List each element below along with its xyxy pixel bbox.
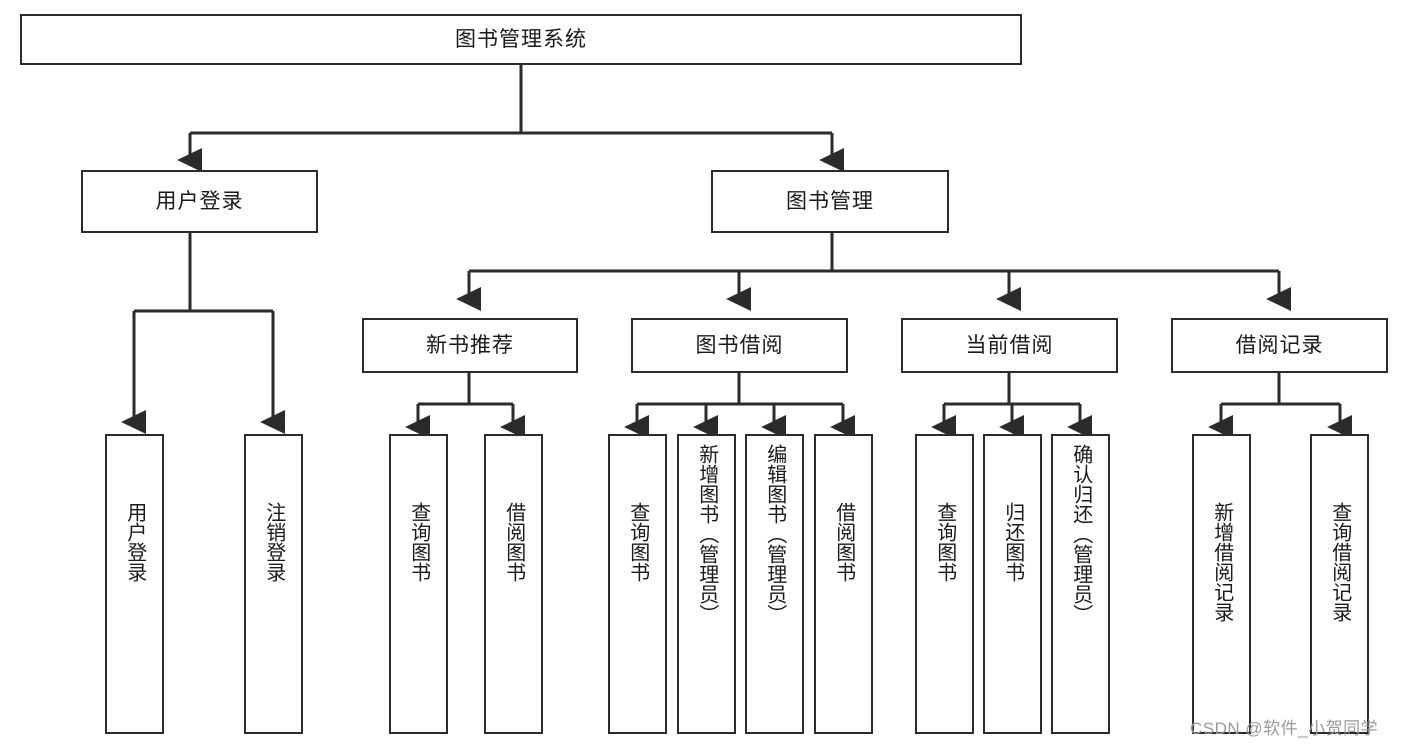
node-user-login[interactable]: 用户登录 <box>81 170 318 233</box>
leaf-current-borrow-query-book[interactable]: 查询图书 <box>915 434 974 734</box>
node-label: 新书推荐 <box>426 333 514 357</box>
node-book-management[interactable]: 图书管理 <box>711 170 949 233</box>
leaf-new-book-borrow-book[interactable]: 借阅图书 <box>484 434 543 734</box>
node-new-book-recommend[interactable]: 新书推荐 <box>362 318 578 373</box>
node-label: 图书管理系统 <box>455 27 587 51</box>
node-borrow-record[interactable]: 借阅记录 <box>1171 318 1388 373</box>
node-label: 编辑图书（管理员） <box>763 444 786 624</box>
node-label: 借阅图书 <box>502 502 525 582</box>
node-label: 归还图书 <box>1001 502 1024 582</box>
node-current-borrow[interactable]: 当前借阅 <box>901 318 1118 373</box>
leaf-user-login-logout[interactable]: 注销登录 <box>244 434 303 734</box>
node-label: 当前借阅 <box>965 333 1054 357</box>
node-label: 图书借阅 <box>695 333 784 357</box>
node-label: 查询借阅记录 <box>1328 502 1351 622</box>
node-label: 借阅记录 <box>1235 333 1324 357</box>
node-label: 借阅图书 <box>832 502 855 582</box>
node-label: 查询图书 <box>407 502 430 582</box>
leaf-book-borrow-borrow-book[interactable]: 借阅图书 <box>814 434 873 734</box>
leaf-borrow-record-add-record[interactable]: 新增借阅记录 <box>1192 434 1251 734</box>
node-label: 确认归还（管理员） <box>1069 444 1092 624</box>
leaf-book-borrow-edit-book-admin[interactable]: 编辑图书（管理员） <box>745 434 804 734</box>
node-label: 新增图书（管理员） <box>695 444 718 624</box>
leaf-current-borrow-return-book[interactable]: 归还图书 <box>983 434 1042 734</box>
node-label: 查询图书 <box>933 502 956 582</box>
leaf-new-book-query-book[interactable]: 查询图书 <box>389 434 448 734</box>
leaf-current-borrow-confirm-return-admin[interactable]: 确认归还（管理员） <box>1051 434 1110 734</box>
node-label: 用户登录 <box>155 189 244 213</box>
node-label: 新增借阅记录 <box>1210 502 1233 622</box>
node-label: 注销登录 <box>262 502 285 582</box>
leaf-book-borrow-add-book-admin[interactable]: 新增图书（管理员） <box>677 434 736 734</box>
leaf-user-login-login[interactable]: 用户登录 <box>105 434 164 734</box>
node-label: 用户登录 <box>123 502 146 582</box>
leaf-book-borrow-query-book[interactable]: 查询图书 <box>608 434 667 734</box>
node-book-borrow[interactable]: 图书借阅 <box>631 318 848 373</box>
node-label: 查询图书 <box>626 502 649 582</box>
node-root-book-management-system[interactable]: 图书管理系统 <box>20 14 1022 65</box>
leaf-borrow-record-query-record[interactable]: 查询借阅记录 <box>1310 434 1369 734</box>
node-label: 图书管理 <box>786 189 874 213</box>
